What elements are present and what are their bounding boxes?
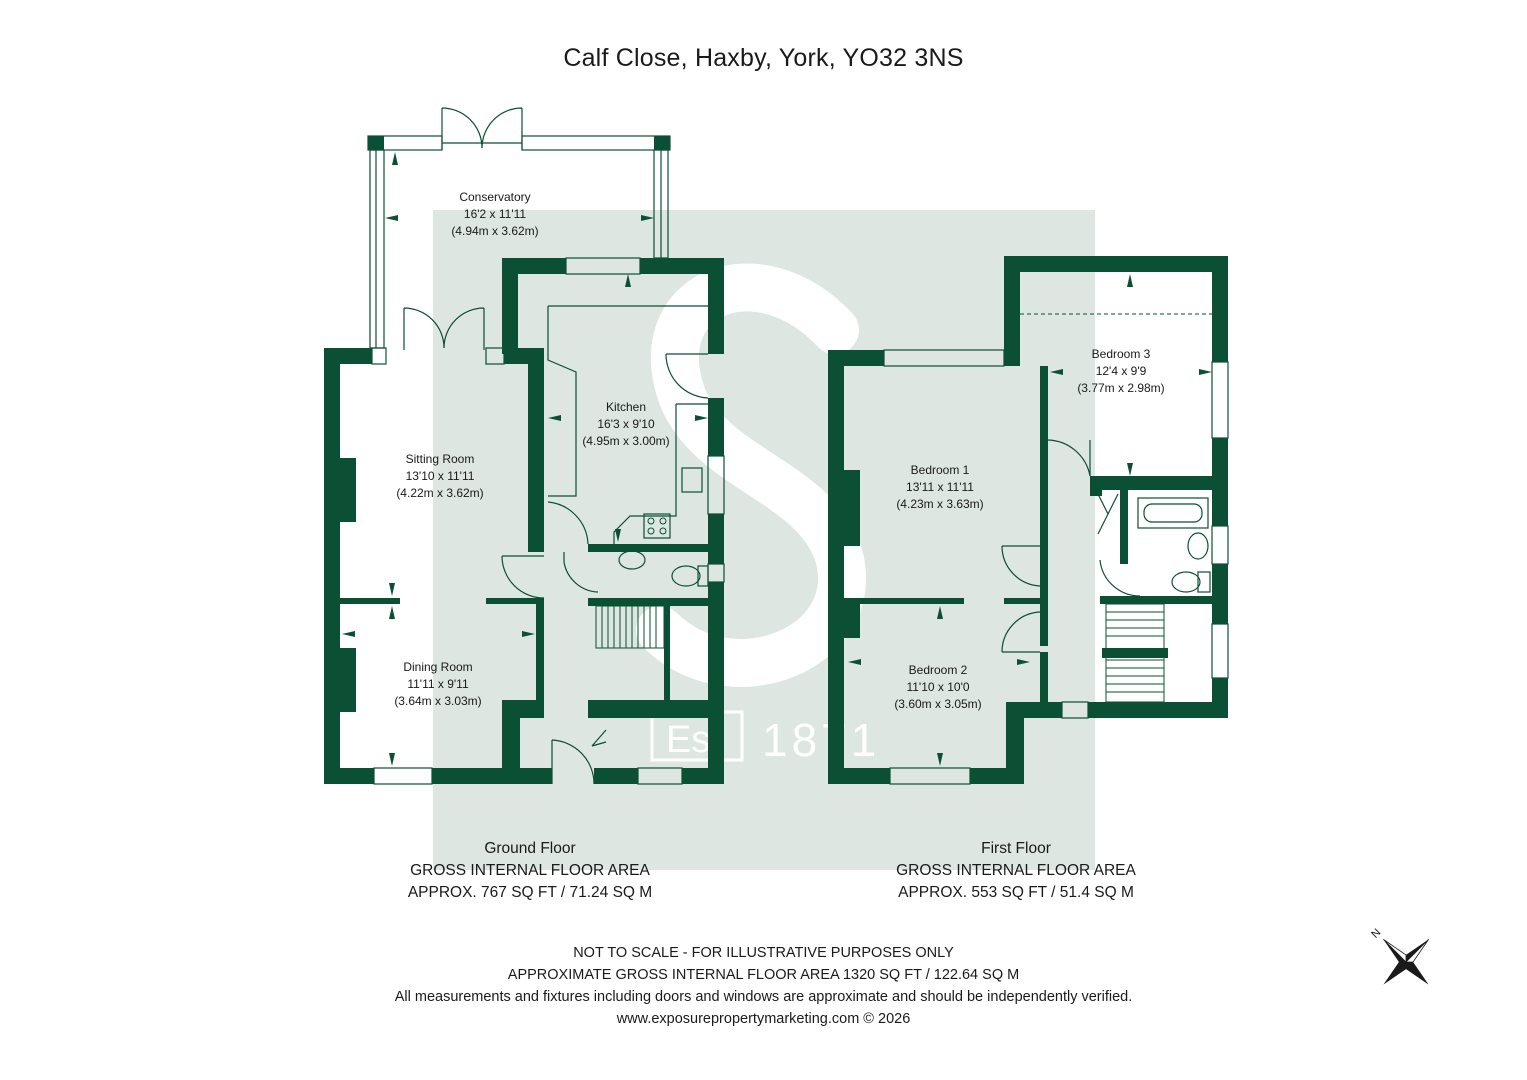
first-floor-name: First Floor [981,840,1051,857]
bedroom3-metric: (3.77m x 2.98m) [1077,381,1164,395]
sitting-room-metric: (4.22m x 3.62m) [396,486,483,500]
footer-total-area: APPROXIMATE GROSS INTERNAL FLOOR AREA 13… [507,967,1020,983]
first-floor-caption: First Floor GROSS INTERNAL FLOOR AREA AP… [866,838,1166,904]
watermark-year: 1871 [762,714,880,766]
dining-room-name: Dining Room [403,660,472,674]
footer-measurements-note: All measurements and fixtures including … [394,989,1133,1005]
ground-floor-caption: Ground Floor GROSS INTERNAL FLOOR AREA A… [380,838,680,904]
first-floor-area: APPROX. 553 SQ FT / 51.4 SQ M [898,884,1134,901]
room-labels: Conservatory 16'2 x 11'11 (4.94m x 3.62m… [394,190,1164,711]
sitting-room-name: Sitting Room [406,452,475,466]
bedroom3-imperial: 12'4 x 9'9 [1096,364,1147,378]
bedroom2-imperial: 11'10 x 10'0 [906,680,969,694]
bedroom1-metric: (4.23m x 3.63m) [896,497,983,511]
bedroom1-imperial: 13'11 x 11'11 [906,480,974,494]
disclaimer-footer: NOT TO SCALE - FOR ILLUSTRATIVE PURPOSES… [0,942,1527,1030]
kitchen-imperial: 16'3 x 9'10 [597,417,655,431]
first-floor-area-heading: GROSS INTERNAL FLOOR AREA [896,862,1136,879]
kitchen-name: Kitchen [606,400,646,414]
dimension-arrows [342,152,708,766]
bedroom2-metric: (3.60m x 3.05m) [894,697,981,711]
conservatory-imperial: 16'2 x 11'11 [464,207,527,221]
ground-floor-area: APPROX. 767 SQ FT / 71.24 SQ M [407,884,653,901]
conservatory-name: Conservatory [459,190,530,204]
sitting-room-imperial: 13'10 x 11'11 [406,469,475,483]
conservatory-metric: (4.94m x 3.62m) [451,224,538,238]
bedroom2-name: Bedroom 2 [909,663,968,677]
dimension-arrows [848,274,1212,766]
dining-room-metric: (3.64m x 3.03m) [394,694,481,708]
footer-not-to-scale: NOT TO SCALE - FOR ILLUSTRATIVE PURPOSES… [573,945,954,961]
kitchen-metric: (4.95m x 3.00m) [582,434,669,448]
ground-floor-area-heading: GROSS INTERNAL FLOOR AREA [410,862,650,879]
bedroom1-name: Bedroom 1 [911,463,970,477]
first-floor-plan [828,256,1229,785]
compass-rose-icon: N [1369,927,1429,985]
plan-title: Calf Close, Haxby, York, YO32 3NS [563,44,964,72]
ground-floor-name: Ground Floor [484,840,576,857]
bedroom3-name: Bedroom 3 [1092,347,1151,361]
compass-north-label: N [1369,927,1383,941]
watermark-monogram: Es [666,719,710,761]
dining-room-imperial: 11'11 x 9'11 [407,677,469,691]
footer-website: www.exposurepropertymarketing.com © 2026 [616,1011,911,1027]
ground-floor-plan [324,107,725,785]
